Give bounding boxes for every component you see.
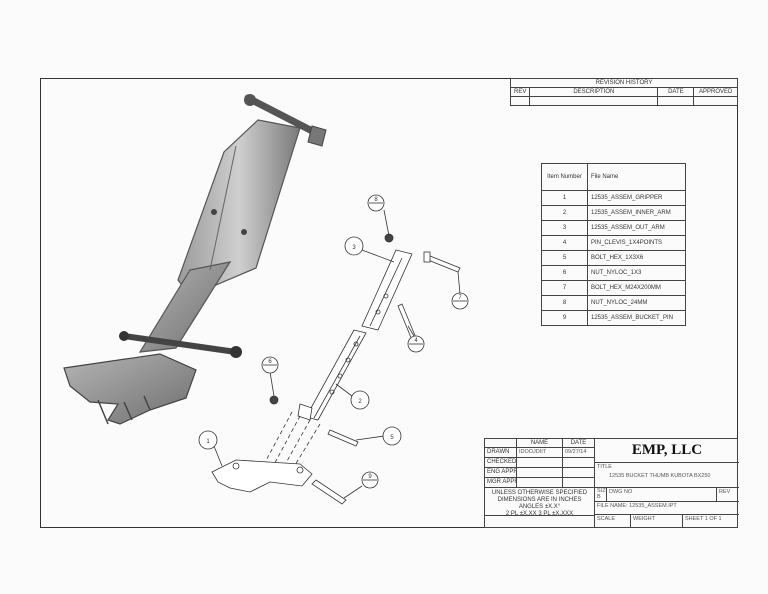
tolerance-line: ANGLES ±X.X°: [518, 504, 561, 510]
sheet-number: SHEET 1 OF 1: [685, 516, 722, 522]
file-name: FILE NAME: 12535_ASSEM.IPT: [595, 502, 739, 515]
gripper-shape: [63, 353, 197, 425]
bom-item-number: 9: [541, 310, 588, 326]
drawn-name: IDOOJDIIT: [517, 448, 563, 458]
title-field: TITLE 12535 BUCKET THUMB KUBOTA BX250: [595, 463, 739, 488]
company-name: EMP, LLC: [595, 439, 739, 463]
exploded-bolt-top: [427, 255, 461, 273]
size-value: B: [597, 494, 601, 500]
balloon-3-label: 3: [352, 245, 356, 251]
balloon-5: 5: [355, 426, 402, 446]
eng-appr-label: ENG APPR: [485, 468, 517, 478]
balloon-9-label: 9: [368, 474, 372, 480]
balloon-7-label: 7: [458, 295, 462, 301]
name-header: NAME: [517, 439, 563, 448]
top-pin: [244, 94, 327, 147]
size-field: SIZE B: [595, 488, 607, 502]
balloon-3: 3: [344, 236, 395, 263]
bom-item-header: Item Number: [541, 163, 588, 191]
balloon-1: 1: [198, 430, 223, 467]
assembled-bucket-thumb: [63, 94, 327, 425]
checked-label: CHECKED: [485, 458, 517, 468]
balloon-4-label: 4: [414, 338, 418, 344]
balloon-2-label: 2: [358, 399, 362, 405]
tolerance-line: UNLESS OTHERWISE SPECIFIED: [491, 490, 588, 496]
size-label: SIZE: [597, 488, 606, 494]
lower-pin: [119, 331, 242, 358]
exploded-gripper: [211, 459, 313, 493]
date-header: DATE: [563, 439, 595, 448]
bom-file-name: 12535_ASSEM_BUCKET_PIN: [587, 310, 686, 326]
title-value: 12535 BUCKET THUMB KUBOTA BX250: [609, 473, 711, 479]
balloon-8-label: 8: [374, 197, 378, 203]
title-label: TITLE: [597, 464, 612, 470]
balloon-6: 6: [261, 356, 279, 397]
tolerance-line: DIMENSIONS ARE IN INCHES: [497, 497, 582, 503]
tolerance-line: 2 PL ±X.XX 3 PL ±X.XXX: [505, 511, 574, 517]
rev-label: REV: [717, 488, 739, 502]
tolerance-note: UNLESS OTHERWISE SPECIFIED DIMENSIONS AR…: [485, 488, 595, 517]
inner-arm-shape: [138, 261, 232, 353]
balloon-1-label: 1: [206, 439, 210, 445]
scale-label: SCALE: [595, 515, 631, 528]
title-block: NAME DATE DRAWN IDOOJDIIT 09/27/14 CHECK…: [484, 438, 739, 528]
balloon-6-label: 6: [268, 359, 272, 365]
balloon-5-label: 5: [390, 435, 394, 441]
drawn-label: DRAWN: [485, 448, 517, 458]
dwg-no-label: DWG NO: [607, 488, 717, 502]
balloon-2: 2: [335, 383, 370, 410]
exploded-bolt-bottom: [327, 429, 359, 447]
revision-history-table: REVISION HISTORY REV DESCRIPTION DATE AP…: [509, 78, 738, 106]
balloon-8: 8: [367, 194, 390, 237]
exploded-view: [211, 233, 461, 505]
exploded-bucket-pin: [311, 479, 347, 505]
balloon-9: 9: [343, 471, 379, 499]
balloon-4: 4: [407, 325, 425, 353]
weight-label: WEIGHT: [631, 515, 683, 528]
drawn-date: 09/27/14: [563, 448, 595, 458]
balloon-7: 7: [451, 271, 469, 310]
bom-file-header: File Name: [587, 163, 686, 191]
sheet-border: [40, 78, 738, 528]
mgr-appr-label: MGR APPR: [485, 478, 517, 488]
